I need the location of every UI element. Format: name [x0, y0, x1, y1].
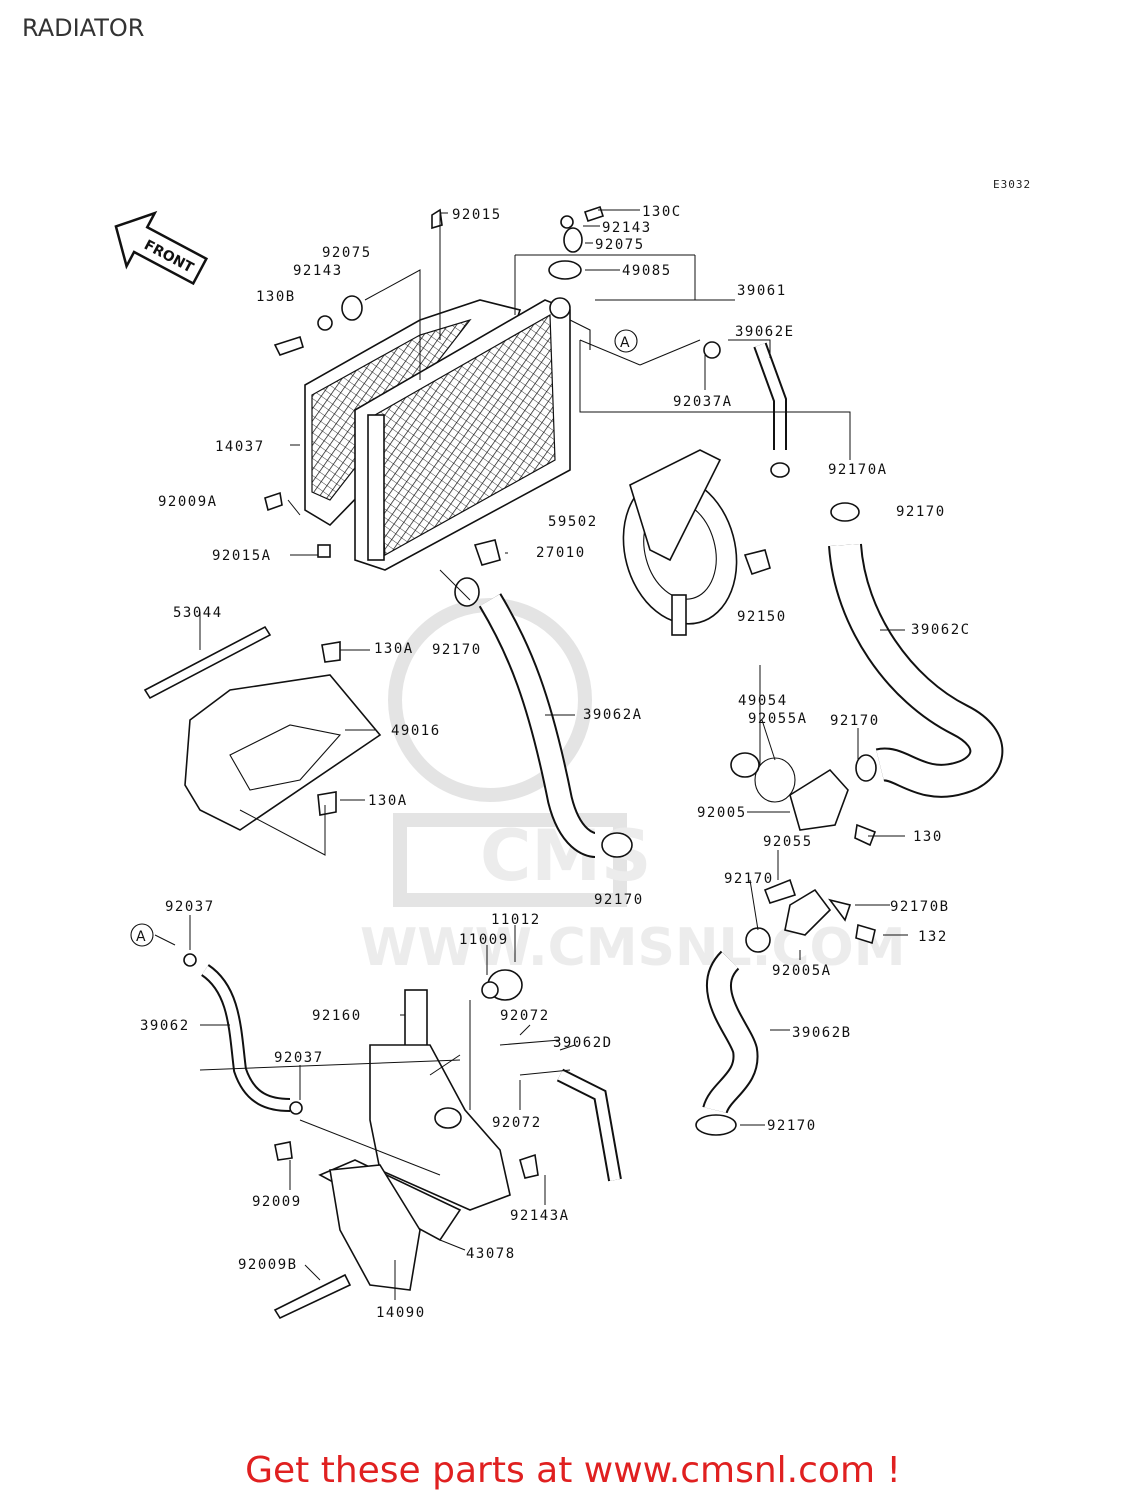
part-label: 92170A — [828, 462, 888, 478]
part-label: 39062D — [553, 1035, 613, 1051]
ref-a-top: A — [614, 329, 638, 353]
clamp-92037-b — [289, 1101, 303, 1115]
part-label: 92143 — [293, 263, 343, 279]
part-label: 92170B — [890, 899, 950, 915]
collar-92143a — [519, 1153, 539, 1179]
part-label: 92170 — [594, 892, 644, 908]
part-label: 27010 — [536, 545, 586, 561]
part-label: 92170 — [432, 642, 482, 658]
parts-diagram: CMS WWW.CMSNL.COM FRONT — [114, 204, 1004, 1321]
part-label: 39062B — [792, 1025, 852, 1041]
part-label: 130 — [913, 829, 943, 845]
trim-53044 — [143, 625, 272, 700]
part-label: 39062 — [140, 1018, 190, 1034]
lower-cover-49016 — [184, 674, 382, 831]
part-label: 130C — [642, 204, 682, 220]
part-label: 43078 — [466, 1246, 516, 1262]
part-label: 92170 — [767, 1118, 817, 1134]
part-label: 130A — [368, 793, 408, 809]
part-label: 92015 — [452, 207, 502, 223]
radiator-cap — [548, 260, 582, 280]
part-label: 92055 — [763, 834, 813, 850]
bolt-130b — [273, 335, 304, 356]
leader-lines — [154, 209, 908, 1300]
part-label: 92160 — [312, 1008, 362, 1024]
part-label: 39062E — [735, 324, 795, 340]
radiator-fan — [622, 449, 771, 636]
clamp-92170-f — [695, 1114, 737, 1136]
part-label: 92143A — [510, 1208, 570, 1224]
part-label: 92009 — [252, 1194, 302, 1210]
part-label: 92072 — [492, 1115, 542, 1131]
part-label: 39062C — [911, 622, 971, 638]
tank-cover-14090 — [329, 1164, 421, 1291]
bolt-130a-bottom — [317, 791, 337, 816]
part-label: 92009A — [158, 494, 218, 510]
page-title: RADIATOR — [22, 14, 145, 42]
clamp-92170a — [770, 462, 790, 478]
reservoir-tank — [369, 969, 523, 1211]
part-label: 92075 — [322, 245, 372, 261]
part-label: 11009 — [459, 932, 509, 948]
clamp-92170-b — [454, 577, 480, 607]
clamp-92170-e — [745, 927, 771, 953]
collar-left — [317, 315, 333, 331]
clamp-92170-c — [601, 832, 633, 858]
bolt-130c — [583, 205, 605, 223]
get-parts-link[interactable]: Get these parts at www.cmsnl.com ! — [245, 1450, 901, 1491]
part-label: 132 — [918, 929, 948, 945]
part-label: 49016 — [391, 723, 441, 739]
part-label: 14090 — [376, 1305, 426, 1321]
part-label: 92005A — [772, 963, 832, 979]
part-label: 92015A — [212, 548, 272, 564]
part-label: 92143 — [602, 220, 652, 236]
clamp-92037-a — [183, 953, 197, 967]
svg-text:A: A — [620, 335, 630, 351]
part-label: 14037 — [215, 439, 265, 455]
bolt-92009 — [274, 1141, 293, 1161]
part-label: 92055A — [748, 711, 808, 727]
part-label: 92170 — [724, 871, 774, 887]
grommet-left — [341, 295, 363, 321]
part-label: 92072 — [500, 1008, 550, 1024]
thermostat-housing — [730, 752, 877, 945]
clamp-92037a — [703, 341, 721, 359]
part-label: 92005 — [697, 805, 747, 821]
part-label: 92037 — [165, 899, 215, 915]
part-label: 49085 — [622, 263, 672, 279]
collar-top — [560, 215, 574, 229]
part-label: 130A — [374, 641, 414, 657]
part-label: 92170 — [896, 504, 946, 520]
part-label: 92150 — [737, 609, 787, 625]
part-labels: 92015 130C 92143 92075 49085 39061 92075… — [140, 204, 971, 1321]
bolt-130a-top — [321, 641, 341, 663]
part-label: 11012 — [491, 912, 541, 928]
part-label: 59502 — [548, 514, 598, 530]
clamp-92170-a — [830, 502, 860, 522]
tube-92072 — [499, 1039, 561, 1046]
clamp-92170-d — [855, 754, 877, 782]
diagram-code: E3032 — [993, 178, 1032, 191]
part-label: 130B — [256, 289, 296, 305]
part-label: 39061 — [737, 283, 787, 299]
clip-92015a — [317, 544, 331, 558]
part-label: 92170 — [830, 713, 880, 729]
part-label: 92009B — [238, 1257, 298, 1273]
fan-switch — [473, 539, 501, 566]
part-label: 92075 — [595, 237, 645, 253]
svg-text:A: A — [136, 929, 146, 945]
part-label: 92037 — [274, 1050, 324, 1066]
ref-a-bottom: A — [130, 923, 154, 947]
bolt-92009a — [264, 491, 283, 512]
hose-39062c — [828, 543, 1004, 798]
part-label: 39062A — [583, 707, 643, 723]
part-label: 49054 — [738, 693, 788, 709]
part-label: 53044 — [173, 605, 223, 621]
part-label: 92037A — [673, 394, 733, 410]
watermark-url-text: WWW.CMSNL.COM — [360, 918, 905, 978]
radiator-core — [354, 297, 591, 571]
grommet-top — [563, 227, 583, 253]
front-arrow-icon: FRONT — [114, 210, 209, 286]
bolt-92009b — [273, 1273, 352, 1320]
